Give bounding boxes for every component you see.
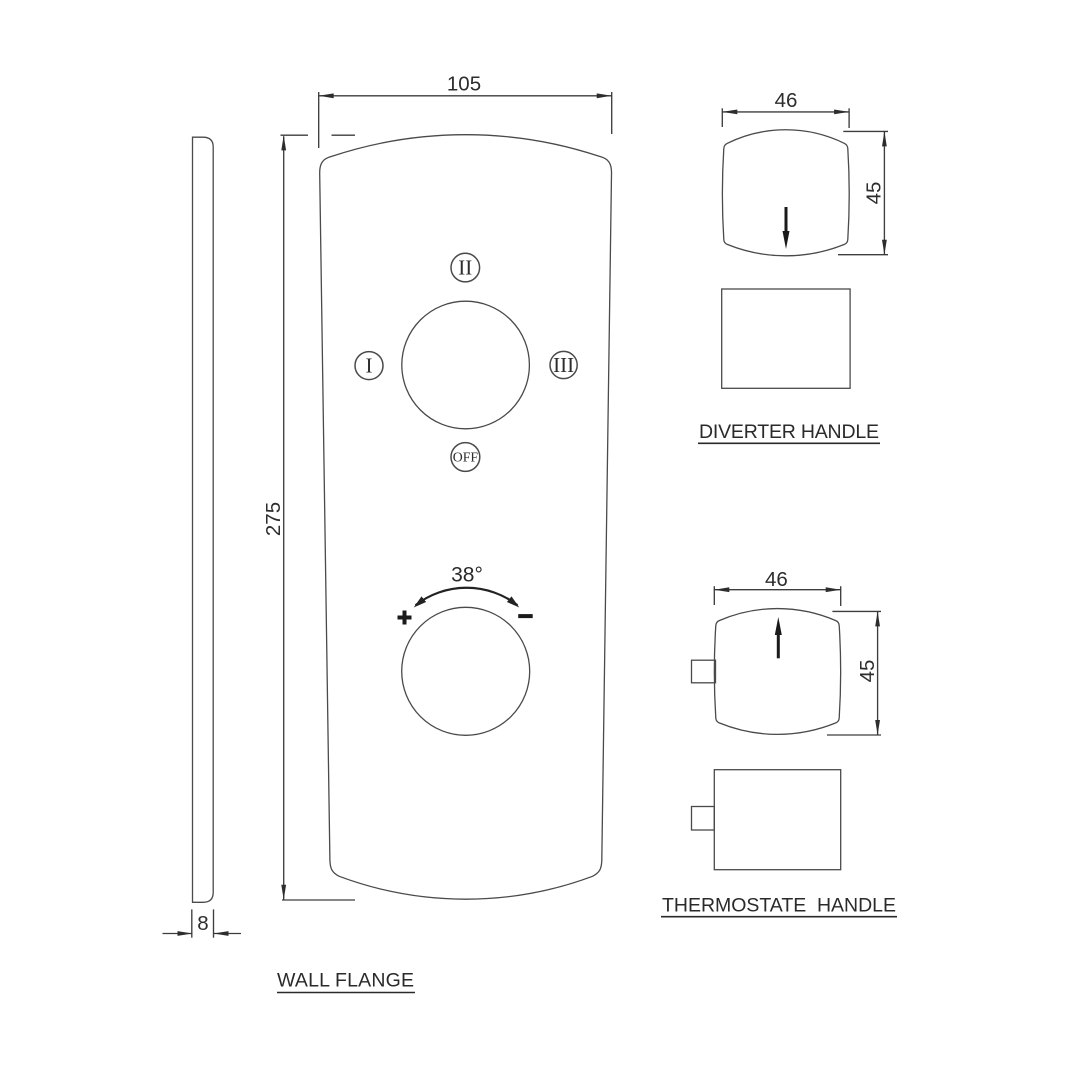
svg-text:I: I xyxy=(366,354,373,378)
svg-text:45: 45 xyxy=(856,660,879,683)
svg-text:DIVERTER HANDLE: DIVERTER HANDLE xyxy=(699,421,879,443)
svg-text:46: 46 xyxy=(765,568,788,591)
svg-text:THERMOSTATE HANDLE: THERMOSTATE HANDLE xyxy=(662,894,896,916)
svg-text:OFF: OFF xyxy=(453,450,479,465)
svg-text:II: II xyxy=(458,256,472,280)
svg-text:46: 46 xyxy=(775,89,798,112)
svg-text:III: III xyxy=(553,353,574,377)
svg-text:275: 275 xyxy=(262,502,285,536)
svg-text:105: 105 xyxy=(447,73,481,96)
svg-text:45: 45 xyxy=(863,182,886,205)
svg-text:WALL FLANGE: WALL FLANGE xyxy=(277,970,414,992)
svg-text:8: 8 xyxy=(197,912,208,935)
svg-text:38°: 38° xyxy=(451,564,483,587)
